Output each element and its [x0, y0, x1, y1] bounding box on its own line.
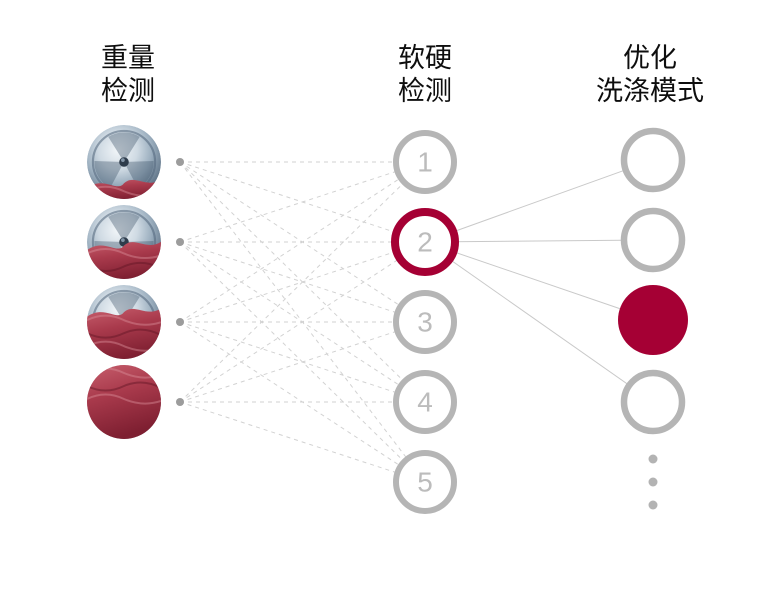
solid-edge-2-2: [424, 239, 654, 243]
dashed-edge-4-1: [179, 161, 426, 403]
laundry-photo-4: [87, 365, 161, 439]
dashed-edge-4-2: [179, 241, 426, 403]
column-title-optimized-wash-mode: 优化 洗涤模式: [596, 42, 704, 108]
dashed-edge-2-1: [179, 161, 426, 243]
title-line-2: 检测: [101, 76, 155, 106]
cloth-fold: [87, 381, 161, 392]
drum-hub: [119, 157, 129, 167]
softness-node-label-1: 1: [417, 147, 433, 178]
solid-edge-2-4: [424, 241, 654, 403]
connector-dot-4: [176, 398, 184, 406]
drum-spoke-gap: [108, 132, 140, 162]
mode-node-3-active-filled: [618, 285, 688, 355]
drum-spoke-gap: [108, 212, 140, 242]
softness-node-1: [393, 130, 457, 194]
laundry-photo-1: [87, 125, 161, 199]
column-title-softness-detection: 软硬 检测: [398, 42, 452, 108]
softness-node-5: [393, 450, 457, 514]
more-modes-ellipsis-dot-3: [648, 500, 658, 510]
solid-connection-lines: [424, 159, 654, 403]
softness-node-label-5: 5: [417, 467, 433, 498]
more-modes-ellipsis-dot-1: [648, 454, 658, 464]
softness-node-label-3: 3: [417, 307, 433, 338]
softness-node-label-2: 2: [417, 227, 433, 258]
drum-hub-highlight: [121, 158, 125, 162]
softness-node-4: [393, 370, 457, 434]
dashed-connection-lines: [179, 161, 426, 483]
connector-dot-1: [176, 158, 184, 166]
mode-node-4: [620, 369, 686, 435]
drum-spoke-gap: [124, 160, 154, 189]
laundry-photo-3: [87, 285, 161, 359]
mode-node-2: [620, 207, 686, 273]
more-modes-ellipsis-dot-2: [648, 477, 658, 487]
cloth-fold: [87, 328, 161, 339]
solid-edge-2-3: [424, 241, 654, 321]
title-line-2: 检测: [398, 76, 452, 106]
red-cloth: [87, 365, 161, 439]
title-line-1: 优化: [623, 43, 677, 73]
dashed-edge-4-3: [179, 321, 426, 403]
connector-dot-2: [176, 238, 184, 246]
softness-node-label-4: 4: [417, 387, 433, 418]
drum-spoke-gap: [94, 160, 124, 189]
red-cloth: [87, 240, 161, 279]
laundry-photo-2: [87, 205, 161, 279]
drum-spoke-gap: [108, 292, 140, 322]
dashed-edge-3-1: [179, 161, 426, 323]
title-line-1: 重量: [101, 43, 155, 73]
softness-node-3: [393, 290, 457, 354]
solid-edge-2-1: [424, 159, 654, 243]
title-line-1: 软硬: [398, 43, 452, 73]
dashed-edge-4-5: [179, 401, 426, 483]
mode-node-1: [620, 127, 686, 193]
cloth-fold: [87, 314, 161, 326]
cloth-fold: [87, 393, 161, 405]
column-title-weight-detection: 重量 检测: [101, 42, 155, 108]
connector-dot-3: [176, 318, 184, 326]
red-cloth: [87, 307, 161, 359]
title-line-2: 洗涤模式: [596, 76, 704, 106]
cloth-fold: [87, 247, 161, 260]
softness-node-2-active: [391, 208, 459, 276]
drum-hub-highlight: [121, 238, 125, 242]
